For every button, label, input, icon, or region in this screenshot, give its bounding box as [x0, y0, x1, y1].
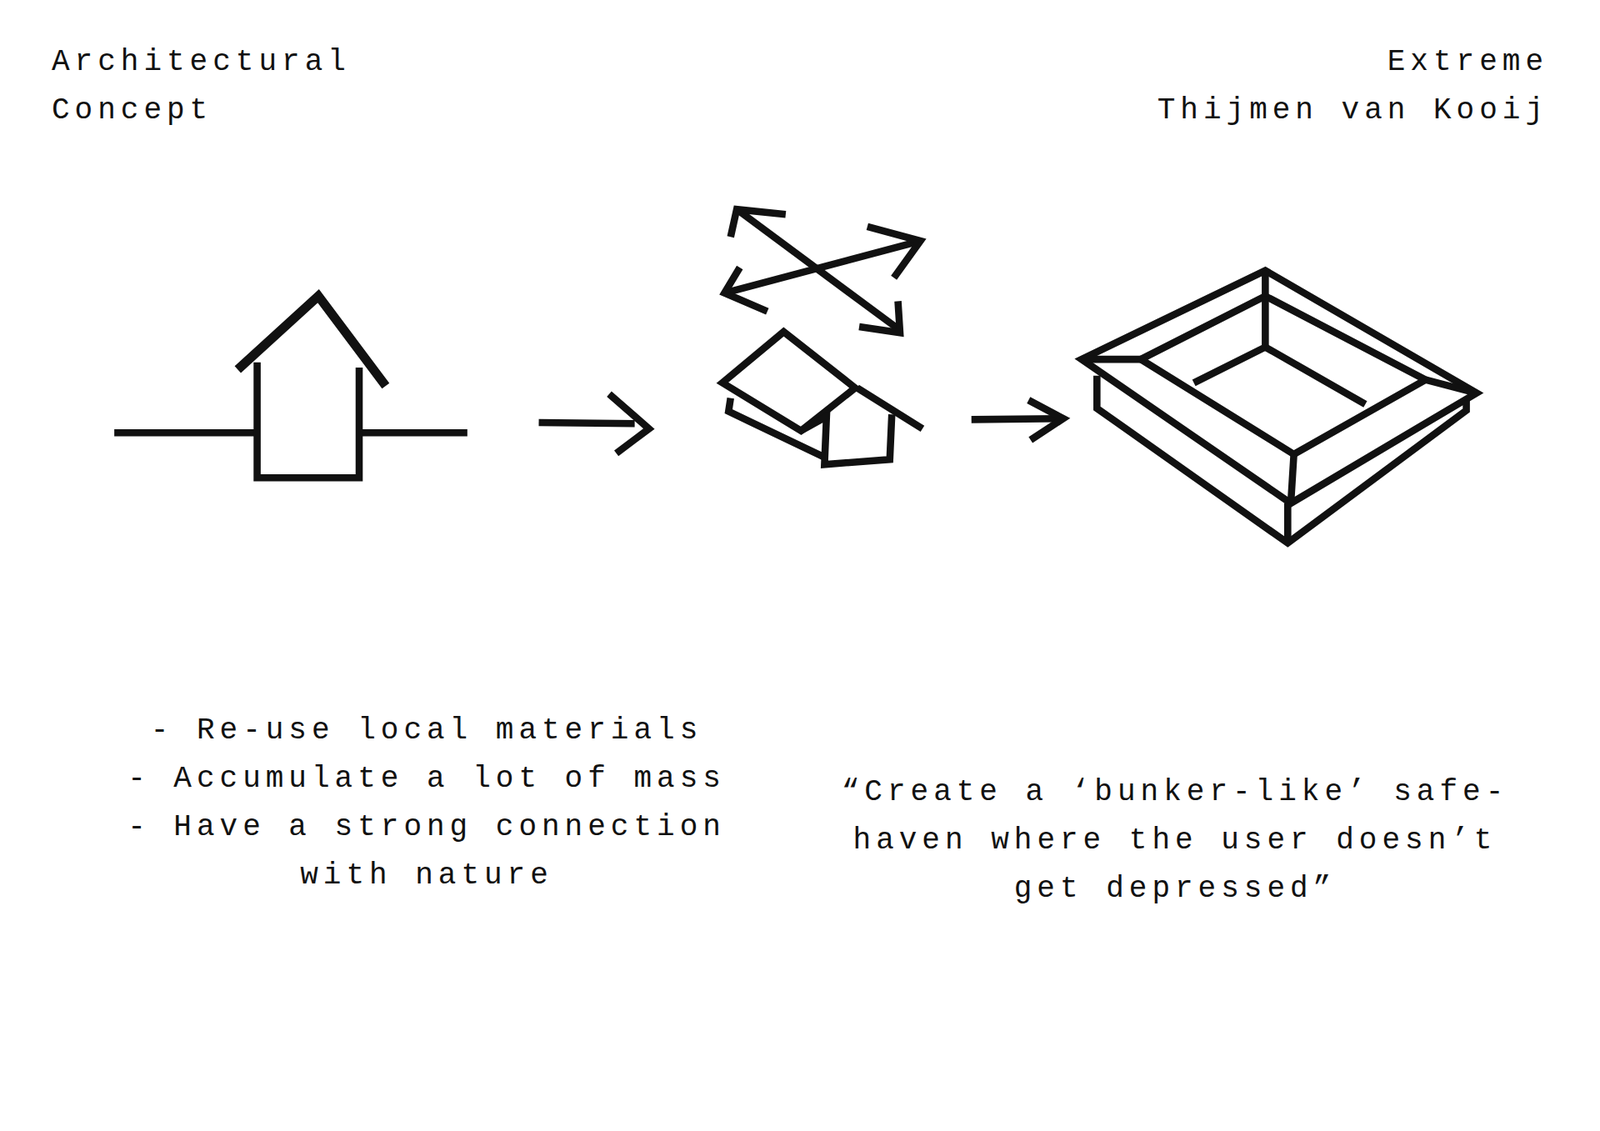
- arrow: [539, 422, 635, 424]
- bunker-rim: [1081, 270, 1477, 504]
- quote: “Create a ‘bunker-like’ safe-haven where…: [820, 768, 1530, 914]
- tilted-house: [800, 414, 892, 465]
- header-note: Extreme: [1083, 38, 1549, 87]
- bullet-point: - Accumulate a lot of mass: [97, 755, 756, 804]
- house-roof: [237, 295, 386, 386]
- arrow-head: [724, 267, 767, 312]
- bunker-edge: [1425, 380, 1477, 394]
- bunker-inner-wall: [1194, 295, 1266, 383]
- arrow-head: [867, 226, 921, 278]
- arrow-head: [1028, 400, 1064, 440]
- bunker-inner: [1140, 295, 1426, 455]
- bunker-edge: [1284, 503, 1292, 544]
- bunker-edge: [1261, 270, 1270, 297]
- bunker-inner-wall: [1265, 346, 1365, 405]
- ground-line: [114, 429, 255, 437]
- bunker-edge: [1290, 454, 1295, 504]
- bunker-base: [1096, 375, 1466, 544]
- arrow: [971, 418, 1062, 420]
- house-walls: [257, 362, 360, 478]
- shift-arrow: [724, 240, 920, 293]
- arrow-head: [859, 300, 900, 333]
- arrow-head: [730, 209, 786, 237]
- bunker-edge: [1081, 355, 1141, 364]
- bullet-point: - Have a strong connection with nature: [97, 803, 756, 900]
- arrow-head: [609, 394, 650, 454]
- tilted-house: [857, 387, 923, 429]
- bullet-point: - Re-use local materials: [97, 706, 756, 755]
- author-name: Thijmen van Kooij: [1083, 86, 1549, 135]
- ground-line: [359, 429, 468, 437]
- title: Architectural Concept: [51, 38, 402, 135]
